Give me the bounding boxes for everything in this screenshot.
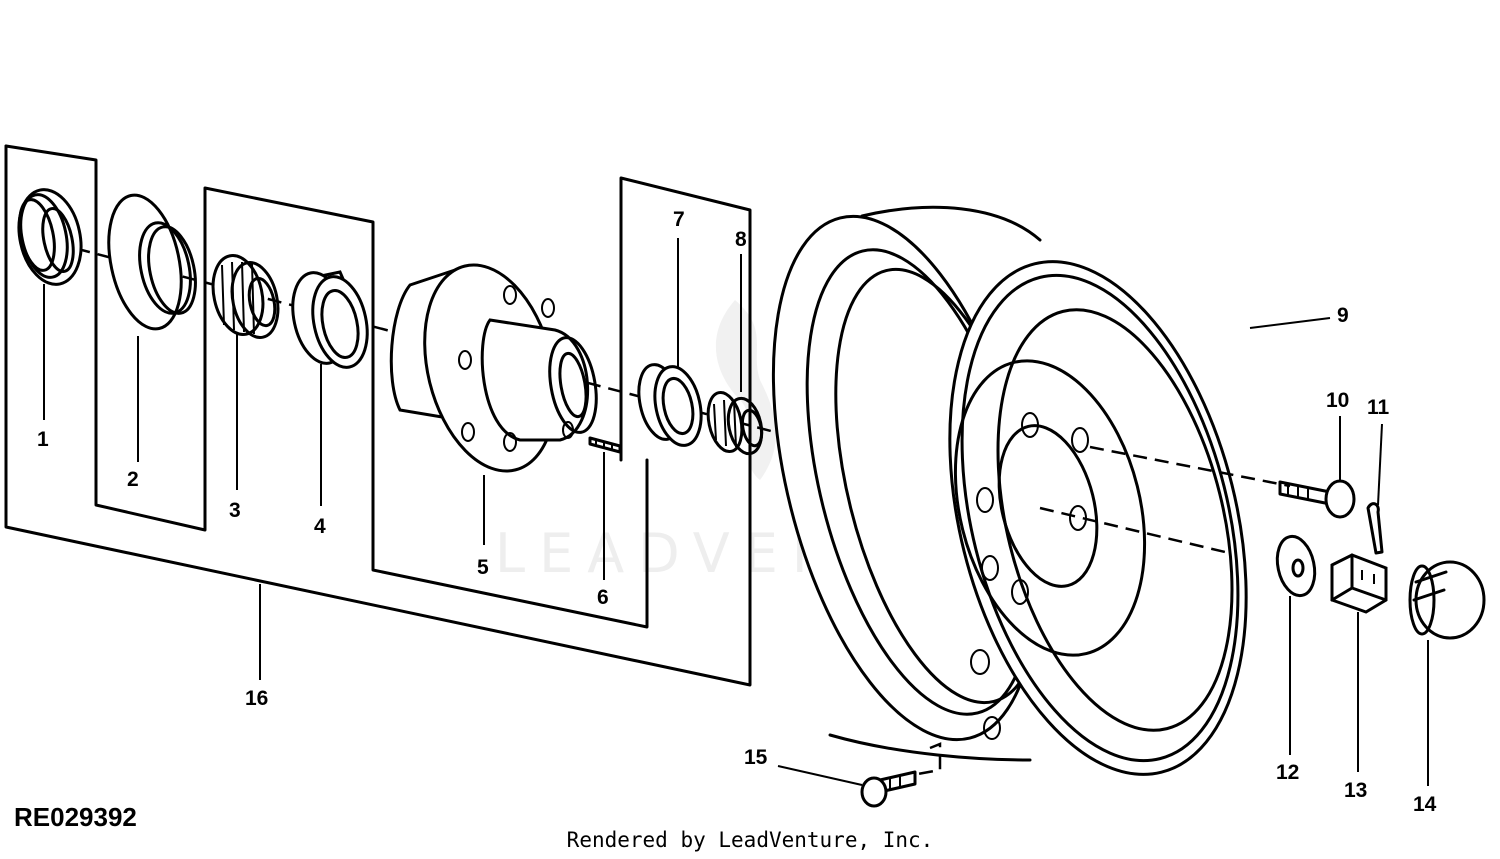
callout-12: 12 [1276,761,1299,784]
footer-credit: Rendered by LeadVenture, Inc. [566,828,934,852]
part-grease-fitting [588,436,622,454]
callout-2: 2 [127,468,139,491]
callout-4: 4 [314,515,326,538]
part-wheel-bolt [1278,479,1356,519]
part-castle-nut [1330,553,1388,614]
callout-9: 9 [1337,304,1349,327]
callout-labels: 1 2 3 4 5 6 7 8 9 10 11 12 13 14 15 16 [37,208,1437,816]
part-bearing-cup-outer [637,363,703,447]
part-hub-cap [1408,560,1486,640]
part-washer [1275,534,1317,598]
callout-1: 1 [37,428,49,451]
part-seal [17,188,83,286]
callout-11: 11 [1367,396,1390,419]
callout-16: 16 [245,687,268,710]
callout-7: 7 [673,208,685,231]
part-wheel-rim [771,205,1248,776]
callout-5: 5 [477,556,489,579]
part-hub [389,263,598,473]
part-bearing-cone-inner [211,254,280,339]
part-bearing-cone-outer [706,390,764,456]
group-bracket-outer [4,144,752,687]
part-valve-stem [860,770,917,808]
part-cotter-pin [1366,502,1384,555]
callout-8: 8 [735,228,747,251]
drawing-id: RE029392 [14,802,137,832]
callout-13: 13 [1344,779,1367,802]
part-bearing-cup-inner [291,270,369,369]
callout-10: 10 [1326,389,1349,412]
part-sleeve [107,193,197,331]
callout-14: 14 [1413,793,1437,816]
callout-3: 3 [229,499,241,522]
callout-6: 6 [597,586,609,609]
callout-15: 15 [744,746,768,769]
leader-lines [43,238,1429,786]
